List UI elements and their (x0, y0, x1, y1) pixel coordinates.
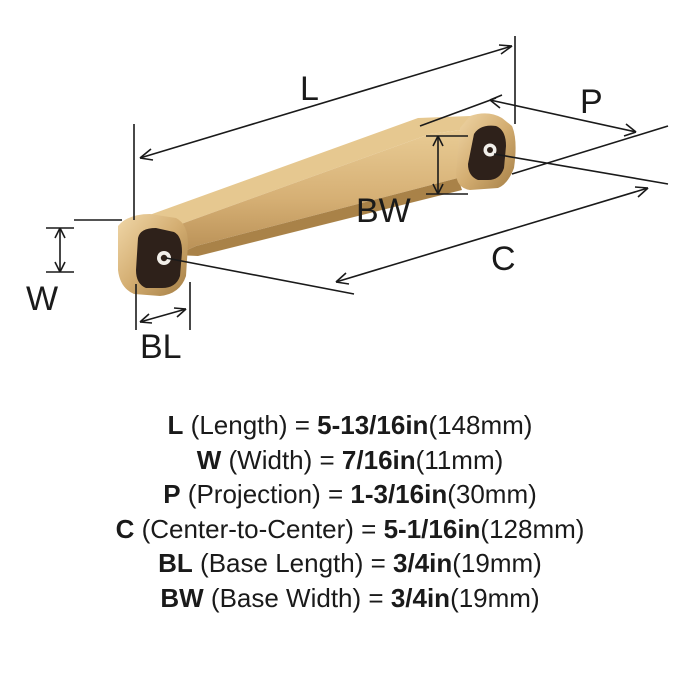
spec-abbr: W (196, 444, 222, 475)
spec-row-projection: P (Projection) = 1-3/16in(30mm) (0, 477, 700, 512)
spec-imperial: 5-13/16in (317, 410, 429, 440)
spec-row-base-width: BW (Base Width) = 3/4in(19mm) (0, 581, 700, 616)
spec-row-base-length: BL (Base Length) = 3/4in(19mm) (0, 546, 700, 581)
spec-desc: (Projection) = (180, 479, 351, 509)
spec-row-center-to-center: C (Center-to-Center) = 5-1/16in(128mm) (0, 512, 700, 547)
spec-row-width: W (Width) = 7/16in(11mm) (0, 443, 700, 478)
spec-desc: (Base Width) = (203, 582, 391, 613)
spec-imperial: 3/4in (390, 582, 451, 613)
spec-metric: (19mm) (450, 582, 540, 613)
spec-abbr: C (115, 513, 135, 544)
spec-desc: (Base Length) = (192, 548, 394, 578)
spec-abbr: L (167, 410, 184, 440)
label-P: P (580, 83, 603, 121)
spec-desc: (Length) = (183, 410, 318, 440)
dim-line-P (489, 99, 637, 133)
label-BW: BW (356, 192, 411, 230)
spec-metric: (30mm) (447, 479, 537, 509)
spec-imperial: 7/16in (341, 444, 416, 475)
spec-desc: (Center-to-Center) = (134, 513, 384, 544)
dim-line-BL (139, 308, 187, 323)
handle-under-edge (176, 178, 462, 256)
spec-metric: (19mm) (452, 548, 542, 578)
spec-metric: (148mm) (428, 410, 533, 440)
label-C: C (491, 240, 516, 278)
spec-abbr: BL (158, 548, 193, 578)
spec-metric: (11mm) (415, 444, 504, 475)
spec-imperial: 5-1/16in (383, 513, 481, 544)
handle-top-surface (130, 116, 478, 236)
label-W: W (26, 280, 58, 318)
handle-front-face (148, 128, 482, 255)
label-BL: BL (140, 328, 182, 366)
dim-line-L (139, 45, 513, 159)
dimension-diagram: L P BW C W BL (26, 36, 669, 366)
spec-row-length: L (Length) = 5-13/16in(148mm) (0, 408, 700, 443)
spec-imperial: 3/4in (393, 548, 453, 578)
cabinet-pull-image (118, 113, 516, 296)
spec-abbr: P (163, 479, 181, 509)
spec-list: L (Length) = 5-13/16in(148mm) W (Width) … (0, 408, 700, 615)
spec-desc: (Width) = (221, 444, 342, 475)
spec-abbr: BW (160, 582, 204, 613)
dim-line-C (335, 187, 649, 283)
dimension-lines (46, 36, 669, 330)
label-L: L (300, 70, 319, 108)
spec-imperial: 1-3/16in (350, 479, 448, 509)
spec-metric: (128mm) (480, 513, 585, 544)
